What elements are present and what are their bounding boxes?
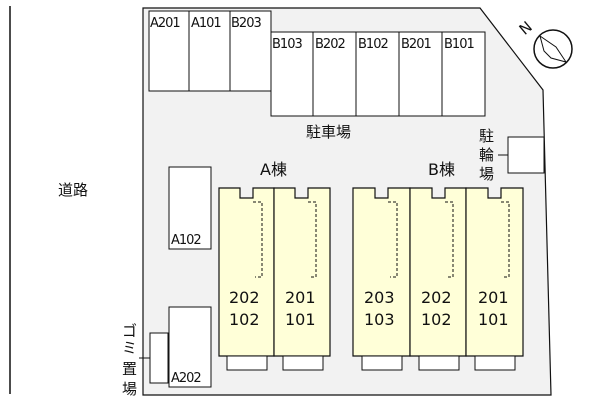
unit-number: 201 [285, 288, 316, 307]
bicycle-parking-label: 場 [479, 165, 494, 183]
garbage-area-label: ゴ [122, 322, 137, 340]
parking-space-label: A202 [171, 371, 201, 386]
parking-space-a102[interactable] [168, 166, 212, 250]
road-label: 道路 [58, 181, 88, 199]
building-a-label: A棟 [260, 160, 287, 179]
parking-space-label: B103 [272, 37, 302, 52]
unit-number: 203 [364, 288, 395, 307]
unit-balcony [361, 355, 403, 371]
garbage-area-label: 置 [122, 360, 137, 378]
building-unit[interactable] [409, 187, 467, 357]
parking-space-label: B202 [315, 37, 345, 52]
unit-number: 103 [364, 310, 395, 329]
parking-space-label: B102 [358, 37, 388, 52]
building-b: 203 103 202 102 201 101 [352, 187, 524, 371]
unit-interior-dash [445, 201, 454, 278]
unit-balcony [474, 355, 516, 371]
compass-north-label: N [516, 18, 536, 39]
parking-space-label: B201 [401, 37, 431, 52]
parking-space[interactable] [229, 10, 272, 92]
parking-space-a202[interactable] [168, 306, 212, 388]
building-unit[interactable] [352, 187, 411, 357]
unit-number: 202 [421, 288, 452, 307]
unit-interior-dash [308, 201, 317, 278]
building-b-label: B棟 [428, 160, 455, 179]
parking-row-top: A201 A101 B203 [148, 10, 272, 92]
parking-space-label: A201 [150, 16, 180, 31]
building-unit[interactable] [218, 187, 275, 357]
unit-number: 101 [285, 310, 316, 329]
unit-number: 101 [478, 310, 509, 329]
unit-number: 102 [421, 310, 452, 329]
building-a: 202 102 201 101 [218, 187, 331, 371]
bicycle-parking: 駐 輪 場 [479, 127, 545, 183]
bicycle-parking-area[interactable] [507, 136, 545, 174]
parking-space-label: A102 [171, 233, 201, 248]
parking-space-label: A101 [191, 16, 221, 31]
building-unit[interactable] [465, 187, 524, 357]
parking-space[interactable] [188, 10, 231, 92]
unit-number: 201 [478, 288, 509, 307]
garbage-area: ゴ ミ 置 場 [122, 322, 169, 398]
unit-interior-dash [388, 201, 398, 278]
garbage-area-label: ミ [122, 339, 137, 357]
garbage-area-label: 場 [122, 380, 137, 398]
unit-interior-dash [253, 201, 263, 278]
compass-icon: N [516, 18, 573, 69]
parking-space-label: B101 [444, 37, 474, 52]
unit-number: 102 [229, 310, 260, 329]
parking-label: 駐車場 [306, 123, 351, 141]
bicycle-parking-label: 駐 [479, 127, 494, 145]
parking-space-label: B203 [231, 16, 261, 31]
unit-balcony [282, 355, 324, 371]
unit-number: 202 [229, 288, 260, 307]
garbage-area-box[interactable] [149, 332, 169, 384]
unit-balcony [226, 355, 268, 371]
bicycle-parking-label: 輪 [479, 146, 494, 164]
parking-space[interactable] [398, 31, 443, 117]
building-unit[interactable] [273, 187, 331, 357]
unit-interior-dash [501, 201, 510, 278]
unit-balcony [418, 355, 460, 371]
parking-space[interactable] [148, 10, 190, 92]
parking-row-second: B103 B202 B102 B201 B101 [270, 31, 486, 117]
parking-space[interactable] [441, 31, 486, 117]
